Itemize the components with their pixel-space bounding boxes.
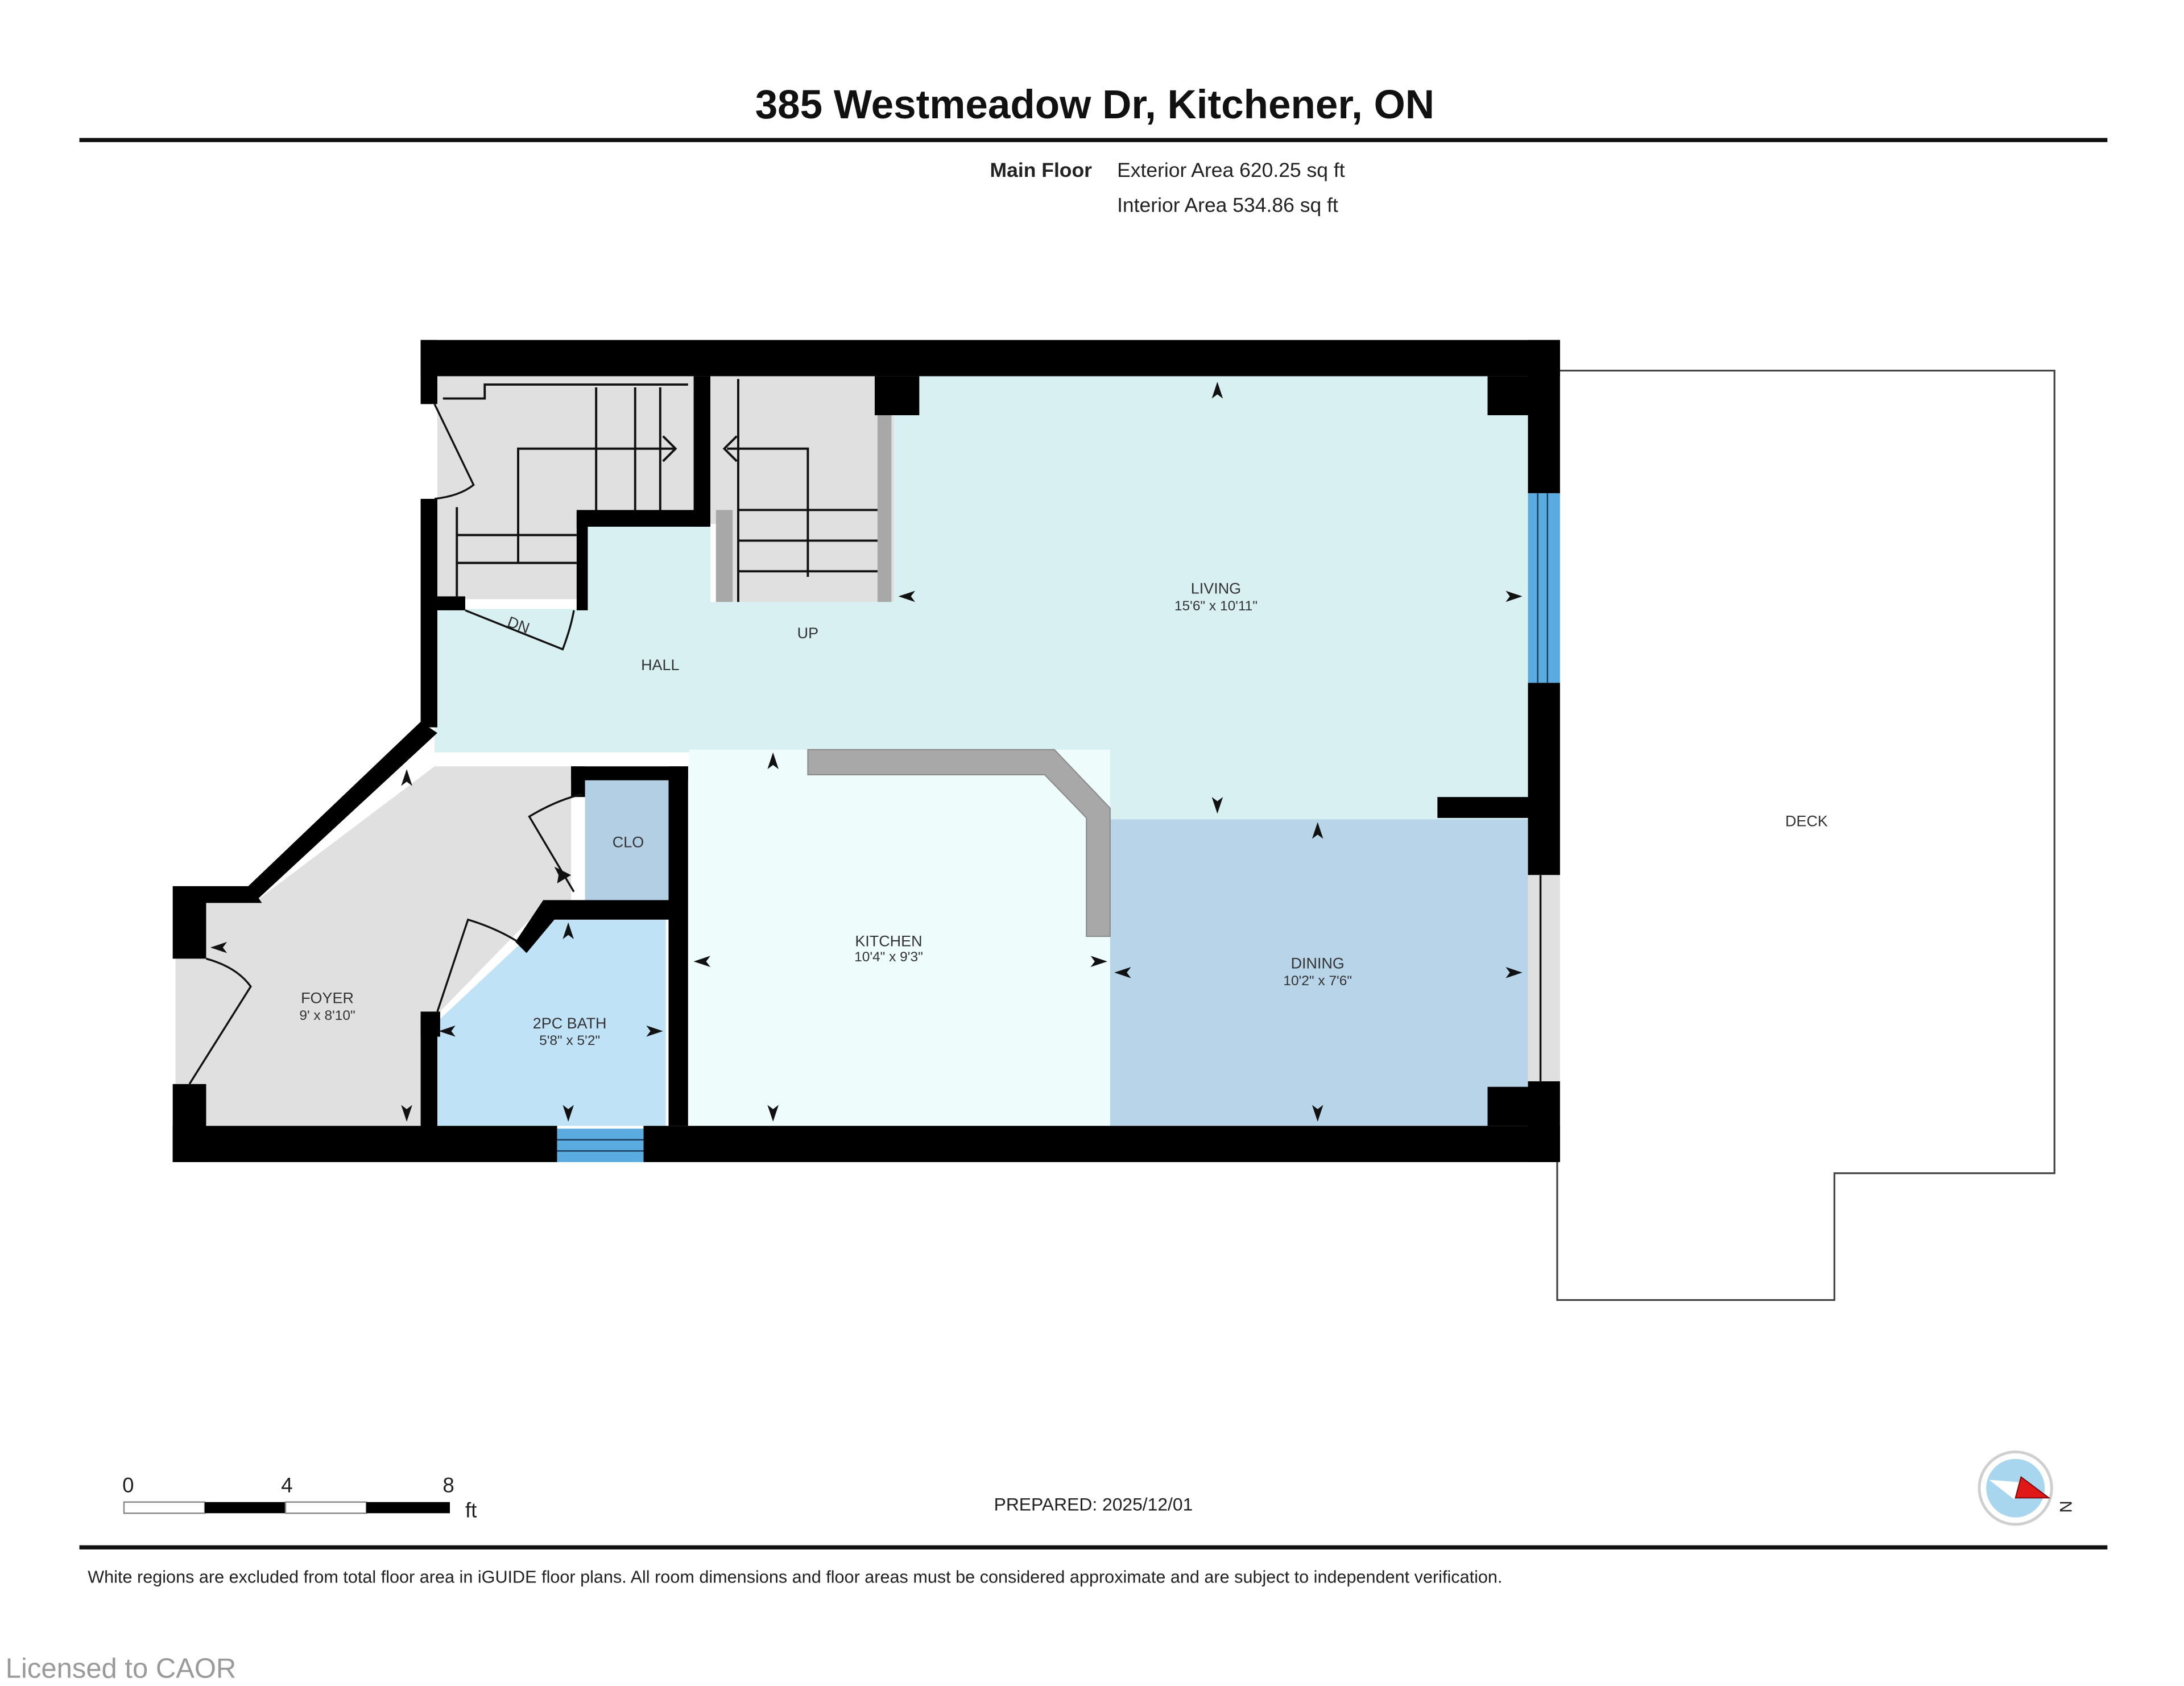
walls — [172, 340, 1560, 1162]
closet-fill — [585, 780, 669, 900]
interior-area: Interior Area 534.86 sq ft — [1117, 193, 1338, 216]
living-hall-fill — [435, 376, 1528, 820]
stairs-up — [715, 379, 892, 602]
scale-tick-0: 0 — [122, 1474, 134, 1497]
stairs-up-label: UP — [797, 625, 818, 642]
scale-bar: 0 4 8 ft — [122, 1474, 477, 1522]
bath-label: 2PC BATH — [533, 1015, 607, 1032]
scale-tick-8: 8 — [442, 1474, 454, 1497]
compass-north-label: N — [2056, 1501, 2075, 1513]
dining-sliding-door — [1528, 875, 1560, 1081]
dimension-arrows — [210, 382, 1523, 1122]
kitchen-counter — [807, 749, 1111, 937]
page-title: 385 Westmeadow Dr, Kitchener, ON — [755, 82, 1434, 127]
living-dims: 15'6" x 10'11" — [1174, 598, 1258, 614]
foyer-dims: 9' x 8'10" — [299, 1008, 355, 1023]
exterior-area: Exterior Area 620.25 sq ft — [1117, 159, 1345, 181]
bath-fill — [435, 919, 666, 1126]
closet-label: CLO — [613, 833, 644, 850]
dining-fill — [1110, 819, 1528, 1126]
foyer-label: FOYER — [301, 990, 354, 1007]
stairs-down — [442, 383, 688, 597]
disclaimer-text: White regions are excluded from total fl… — [88, 1568, 1502, 1587]
dining-dims: 10'2" x 7'6" — [1283, 973, 1352, 989]
hall-label: HALL — [641, 656, 679, 673]
north-arrow-compass-icon: N — [1978, 1451, 2075, 1526]
footer-divider — [79, 1545, 2108, 1549]
kitchen-dims: 10'4" x 9'3" — [854, 949, 923, 965]
deck-label: DECK — [1785, 813, 1828, 830]
header-divider — [79, 138, 2108, 142]
living-label: LIVING — [1191, 580, 1241, 597]
living-window — [1528, 493, 1560, 683]
stair-right-fill — [710, 376, 895, 602]
stair-left-fill — [437, 376, 694, 600]
doors — [188, 403, 583, 1085]
license-watermark: Licensed to CAOR — [6, 1653, 236, 1684]
kitchen-label: KITCHEN — [855, 932, 922, 949]
scale-tick-4: 4 — [281, 1474, 292, 1497]
kitchen-fill — [689, 749, 1110, 1126]
dining-label: DINING — [1291, 954, 1345, 972]
floor-label: Main Floor — [990, 159, 1093, 181]
prepared-date: PREPARED: 2025/12/01 — [994, 1494, 1193, 1514]
foyer-fill — [206, 766, 572, 1126]
scale-unit: ft — [465, 1499, 477, 1522]
bath-dims: 5'8" x 5'2" — [539, 1033, 600, 1048]
room-labels: LIVING 15'6" x 10'11" HALL UP DN KITCHEN… — [299, 580, 1352, 1049]
bath-window — [557, 1129, 644, 1162]
deck: DECK — [1556, 369, 2055, 1301]
room-fills — [175, 376, 1528, 1126]
